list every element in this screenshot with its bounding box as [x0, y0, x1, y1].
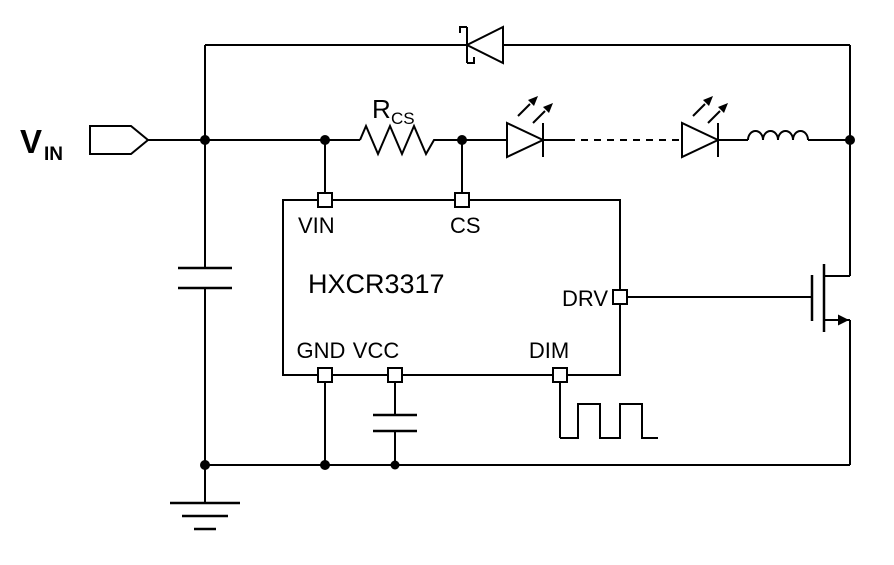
junction-dot [320, 460, 330, 470]
led-emission-arrowhead-icon [543, 103, 553, 113]
ic-name-label: HXCR3317 [308, 269, 445, 299]
diode-triangle-icon [464, 25, 504, 65]
junction-dot [390, 460, 400, 470]
led-triangle-icon [681, 121, 721, 159]
pin-vin-square [317, 192, 333, 208]
junction-dot [200, 135, 210, 145]
current-sense-resistor: R CS [359, 94, 440, 157]
led-emission-arrow-icon [707, 110, 721, 124]
pin-gnd-square [317, 367, 333, 383]
mosfet-switch [810, 264, 850, 332]
led-emission-arrow-icon [517, 103, 531, 117]
junction-dot [845, 135, 855, 145]
vin-tag-icon [89, 125, 150, 155]
junction-dot [320, 135, 330, 145]
pin-dim-label: DIM [529, 338, 569, 363]
vin-label: V [20, 123, 42, 160]
pin-drv-label: DRV [562, 286, 608, 311]
vin-terminal: V IN [20, 123, 150, 165]
led-emission-arrowhead-icon [528, 96, 538, 106]
freewheeling-diode [459, 25, 504, 65]
pwm-waveform-icon [560, 403, 658, 439]
pin-cs-label: CS [450, 213, 481, 238]
inductor-icon [747, 130, 809, 141]
vin-label-subscript: IN [44, 144, 63, 165]
junction-dot [457, 135, 467, 145]
led-emission-arrowhead-icon [703, 96, 713, 106]
led-emission-arrow-icon [532, 110, 546, 124]
earth-ground-icon [170, 501, 240, 531]
led-1 [506, 96, 553, 159]
led-2 [681, 96, 728, 159]
junction-dot [200, 460, 210, 470]
schottky-cathode-bar-icon [459, 26, 475, 64]
resistor-label: R [372, 94, 391, 124]
led-emission-arrowhead-icon [718, 103, 728, 113]
pin-gnd-label: GND [297, 338, 346, 363]
resistor-zigzag-icon [359, 123, 440, 157]
pin-vin-label: VIN [298, 213, 335, 238]
ic-hxcr3317: HXCR3317 VIN CS DRV GND VCC DIM [282, 192, 628, 383]
vcc-capacitor-icon [373, 413, 417, 433]
ic-pins [317, 192, 628, 383]
junction-dots [200, 135, 855, 470]
pin-vcc-label: VCC [353, 338, 400, 363]
led-triangle-icon [506, 121, 546, 159]
led-emission-arrow-icon [692, 103, 706, 117]
ic-body [282, 199, 621, 376]
pin-cs-square [454, 192, 470, 208]
pin-dim-square [552, 367, 568, 383]
input-capacitor-icon [178, 266, 232, 290]
pin-drv-square [612, 289, 628, 305]
pin-vcc-square [387, 367, 403, 383]
resistor-label-subscript: CS [391, 109, 415, 128]
mosfet-source-arrow-icon [838, 314, 849, 326]
wire-network [148, 44, 851, 503]
